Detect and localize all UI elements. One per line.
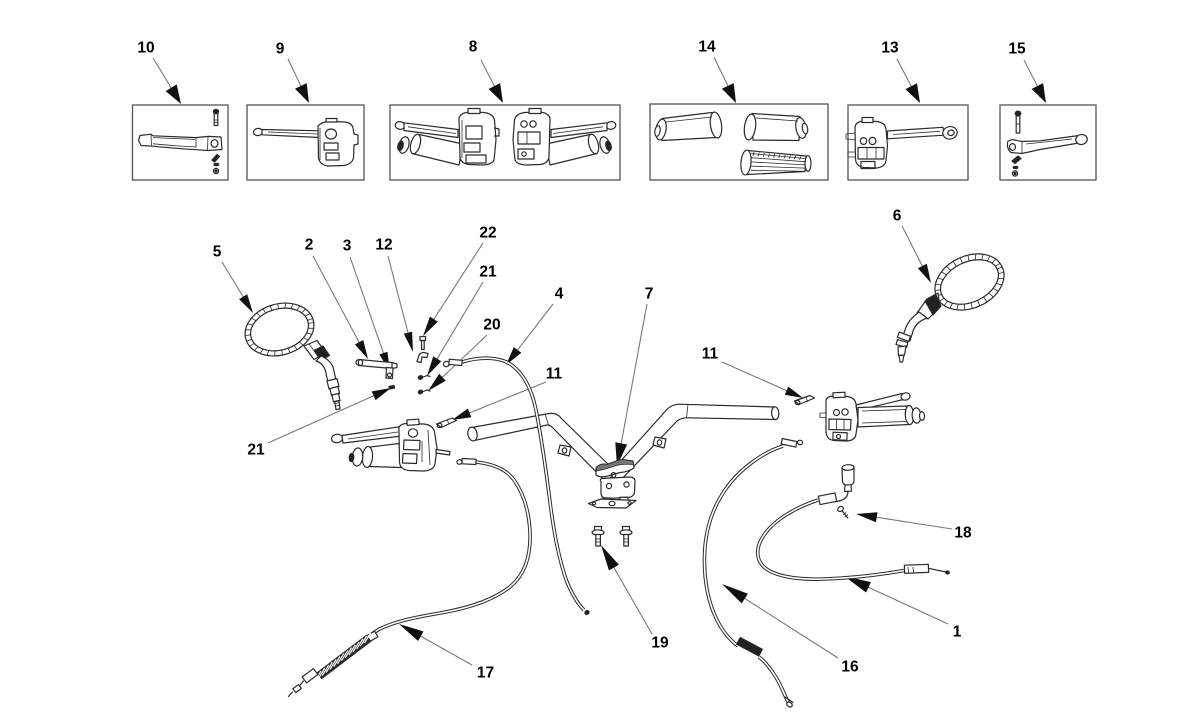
svg-text:3: 3	[343, 238, 352, 255]
svg-text:15: 15	[1008, 41, 1026, 58]
svg-text:2: 2	[305, 237, 314, 254]
svg-text:21: 21	[247, 442, 265, 459]
svg-text:8: 8	[469, 39, 478, 56]
svg-text:19: 19	[651, 635, 669, 652]
svg-text:11: 11	[702, 346, 719, 363]
svg-text:20: 20	[483, 317, 500, 334]
svg-text:16: 16	[841, 659, 859, 676]
svg-text:9: 9	[276, 41, 285, 58]
svg-text:12: 12	[375, 237, 392, 254]
svg-text:11: 11	[546, 366, 563, 383]
svg-text:7: 7	[645, 286, 654, 303]
svg-text:14: 14	[698, 39, 716, 56]
svg-text:17: 17	[477, 665, 494, 682]
svg-text:4: 4	[555, 286, 564, 303]
svg-text:21: 21	[479, 264, 497, 281]
svg-text:1: 1	[953, 624, 962, 641]
svg-text:22: 22	[479, 225, 496, 242]
svg-text:5: 5	[213, 244, 222, 261]
svg-text:13: 13	[881, 40, 899, 57]
svg-text:10: 10	[137, 40, 154, 57]
svg-text:6: 6	[893, 208, 902, 225]
svg-text:18: 18	[954, 525, 972, 542]
